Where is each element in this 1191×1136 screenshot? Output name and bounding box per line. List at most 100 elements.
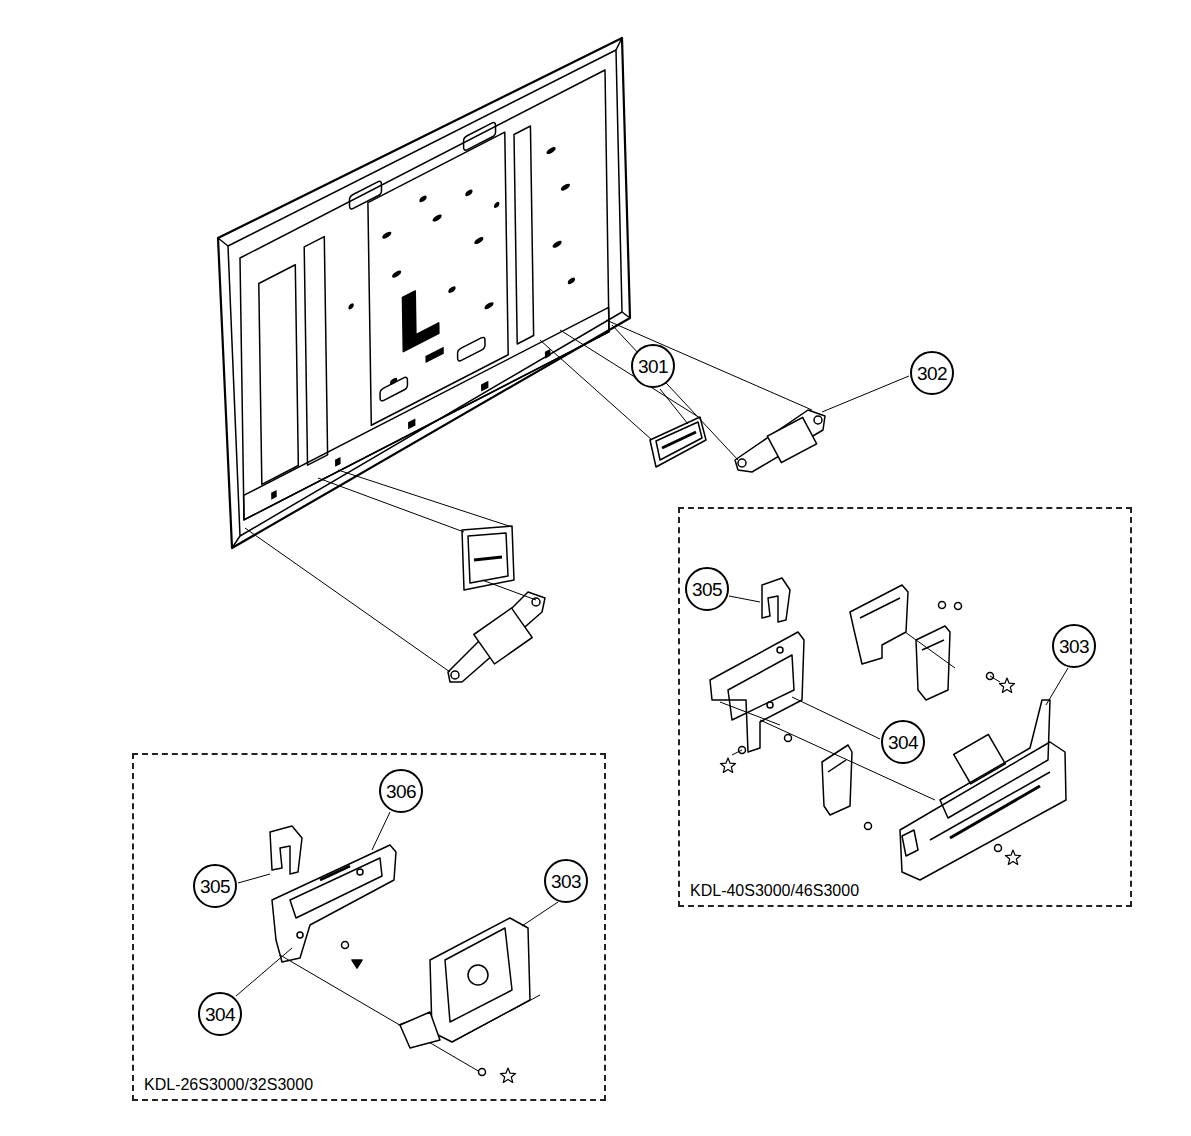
bracket-part (760, 720, 935, 800)
model-caption: KDL-40S3000/46S3000 (688, 882, 861, 900)
leader-line (1046, 668, 1068, 705)
terminal-housing (445, 928, 512, 1022)
callout-number: 304 (198, 992, 242, 1036)
tv-rear-panel (425, 347, 443, 363)
tv-rear-panel (561, 182, 570, 192)
stand-bracket-plate (656, 422, 702, 460)
screw (955, 603, 962, 610)
tv-rear-panel (244, 307, 609, 519)
leader-line (522, 902, 558, 926)
tv-rear-panel (474, 236, 483, 246)
terminal-tray (900, 742, 1066, 880)
bracket-part (342, 942, 349, 949)
tv-rear-housing (228, 50, 622, 536)
screw-star (500, 1068, 515, 1082)
leader-line (729, 596, 760, 602)
leader-line (822, 376, 909, 412)
tv-rear-panel (240, 65, 609, 520)
stand-foot (735, 410, 825, 472)
callout-number-text: 303 (1059, 637, 1089, 656)
stand-bracket-plate (468, 533, 508, 583)
terminal-tray (950, 786, 1040, 838)
tv-rear-panel (368, 132, 508, 425)
clip-part (270, 826, 302, 874)
assembly-line (560, 330, 700, 418)
screw-star (500, 678, 1020, 1082)
tv-rear-panel (259, 265, 299, 485)
leader-line (236, 948, 292, 996)
clip-part (270, 578, 790, 874)
tv-rear-panel (494, 201, 500, 209)
leader-line (660, 389, 688, 424)
model-caption: KDL-26S3000/32S3000 (142, 1076, 315, 1094)
callout-number: 303 (1052, 624, 1096, 668)
screw (732, 602, 1002, 852)
tv-rear-panel (458, 336, 486, 362)
assembly-line (482, 580, 536, 600)
tv-rear-panel (465, 188, 472, 197)
assembly-line (318, 478, 464, 532)
terminal-tray (930, 772, 1050, 840)
callout-number-text: 304 (205, 1005, 235, 1024)
callout-number: 306 (379, 769, 423, 813)
terminal-tray (940, 700, 1050, 818)
screw (785, 735, 792, 742)
tv-rear-housing (622, 312, 630, 318)
tv-rear-panel (392, 269, 401, 279)
tv-rear-panel (335, 457, 341, 467)
stand-foot (448, 410, 825, 682)
tv-rear-panel (514, 126, 534, 344)
screw-star (999, 678, 1014, 692)
callout-number: 304 (881, 720, 925, 764)
bracket-part (272, 845, 396, 962)
tv-rear-panel (552, 239, 561, 249)
bracket-part (720, 702, 780, 725)
tv-rear-panel (240, 70, 609, 520)
bracket-part (922, 640, 944, 650)
bracket-part (357, 869, 363, 875)
callout-number: 305 (685, 567, 729, 611)
bracket-part (905, 632, 955, 668)
bracket-part (850, 585, 908, 664)
tv-rear-panel (448, 285, 455, 294)
model-group-frame: KDL-40S3000/46S3000 305 303 304 (678, 507, 1132, 907)
stand-foot (451, 671, 459, 679)
assembly-line (245, 528, 450, 672)
stand-bracket-plate (474, 557, 502, 560)
bracket-part (828, 760, 846, 772)
terminal-housing (479, 1069, 486, 1076)
bracket-part (710, 585, 955, 815)
tv-rear-panel (382, 230, 391, 240)
tv-rear-panel (348, 302, 354, 310)
tv-rear-panel (271, 490, 277, 500)
callout-number: 303 (544, 859, 588, 903)
callout-number: 301 (631, 344, 675, 388)
tv-rear-panel (433, 213, 442, 223)
tv-rear-panel (419, 194, 426, 203)
terminal-housing (468, 965, 488, 985)
terminal-tray (954, 734, 1006, 783)
tv-rear-panel (408, 418, 415, 429)
stand-bracket-plate (462, 526, 514, 590)
screw-star (1005, 850, 1020, 864)
terminal-tray (900, 700, 1066, 880)
terminal-tray (902, 830, 918, 856)
stand-bracket-plate (662, 432, 696, 448)
tv-rear-panel (463, 121, 495, 151)
tv-rear-panel (349, 180, 381, 210)
tv-rear-housing (616, 38, 622, 50)
bracket-part (916, 626, 950, 700)
stand-foot (738, 459, 746, 467)
tv-rear-housing (218, 38, 630, 548)
bracket-part (352, 960, 362, 968)
callout-number-text: 303 (551, 872, 581, 891)
bracket-part (777, 647, 783, 653)
leader-line (792, 697, 880, 739)
tv-rear-housing (218, 38, 630, 548)
terminal-housing (400, 1012, 440, 1048)
terminal-housing (400, 918, 540, 1076)
assembly-line (245, 320, 812, 672)
